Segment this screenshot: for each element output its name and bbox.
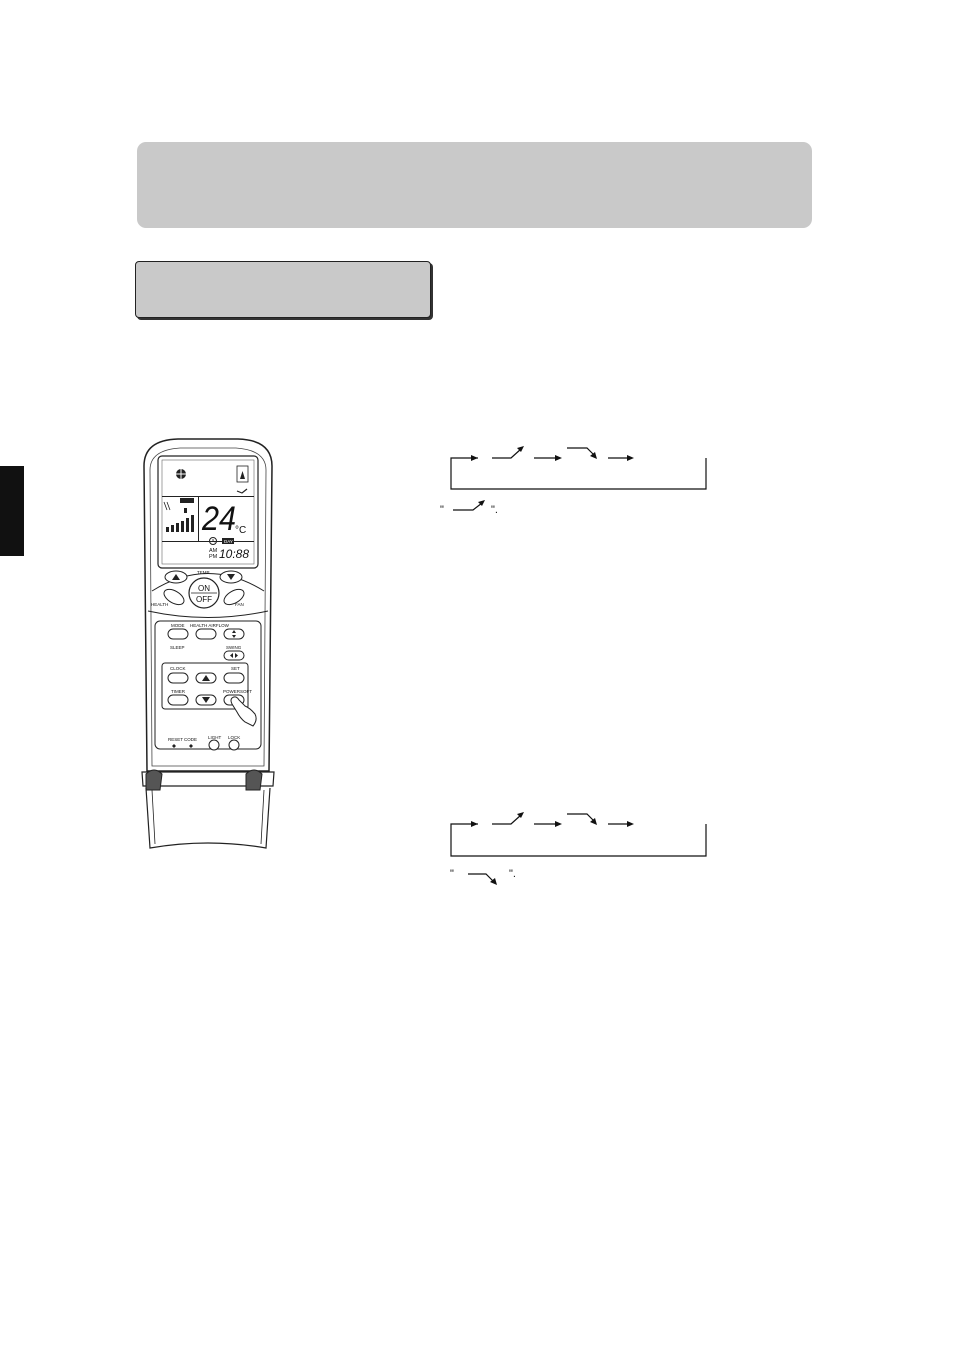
header-banner xyxy=(137,142,812,228)
lcd-day-label: DAY xyxy=(224,539,233,544)
off-label: OFF xyxy=(196,595,212,604)
airflow-icon xyxy=(163,498,194,513)
remote-holder xyxy=(141,769,275,849)
lcd-time: 10:88 xyxy=(219,547,249,561)
swing-button[interactable] xyxy=(223,650,245,661)
lock-label: LOCK xyxy=(228,735,240,740)
timer-button[interactable] xyxy=(167,694,189,706)
time-up-button[interactable] xyxy=(195,672,217,684)
lcd-am: AM xyxy=(209,548,218,554)
flow-diagram-2: " ". xyxy=(450,812,707,885)
lcd-pm: PM xyxy=(209,554,218,560)
lock-button[interactable] xyxy=(228,739,240,751)
flow2-open-quote: " xyxy=(450,868,454,880)
fan-label: FAN xyxy=(235,602,244,607)
mode-button[interactable] xyxy=(167,628,189,640)
temp-down-button[interactable] xyxy=(219,570,243,584)
fan-speed-bars-icon xyxy=(166,515,194,532)
powersoft-label: POWERSOFT xyxy=(223,689,252,694)
clock-icon xyxy=(209,537,217,545)
light-button[interactable] xyxy=(208,739,220,751)
timer-label: TIMER xyxy=(171,689,186,694)
flow1-open-quote: " xyxy=(440,504,444,516)
health-label: HEALTH xyxy=(151,602,168,607)
fan-mode-icon xyxy=(176,469,186,479)
section-title-box xyxy=(135,261,431,318)
clock-button[interactable] xyxy=(167,672,189,684)
airflow-updown-button[interactable] xyxy=(223,628,245,640)
reset-label: RESET xyxy=(168,737,183,742)
temp-up-button[interactable] xyxy=(164,570,188,584)
clock-label: CLOCK xyxy=(170,666,186,671)
mode-label: MODE xyxy=(171,623,185,628)
set-label: SET xyxy=(231,666,240,671)
swing-label: SWING xyxy=(226,645,242,650)
health-button[interactable] xyxy=(161,586,186,607)
time-down-button[interactable] xyxy=(195,694,217,706)
lcd-temp-unit: °C xyxy=(235,525,246,536)
flow-diagram-1: " ". xyxy=(440,446,707,516)
health-airflow-label: HEALTH AIRFLOW xyxy=(190,623,230,628)
reset-button[interactable] xyxy=(172,744,176,748)
lcd-temperature: 24 xyxy=(201,500,236,538)
set-button[interactable] xyxy=(223,672,245,684)
code-button[interactable] xyxy=(189,744,193,748)
health-airflow-button[interactable] xyxy=(195,628,217,640)
pressing-finger-icon xyxy=(230,696,257,727)
fan-button[interactable] xyxy=(221,586,246,607)
flow2-close-quote: ". xyxy=(509,868,516,880)
flow1-close-quote: ". xyxy=(491,504,498,516)
light-label: LIGHT xyxy=(208,735,222,740)
on-label: ON xyxy=(198,584,210,593)
code-label: CODE xyxy=(184,737,197,742)
on-off-button[interactable] xyxy=(188,577,220,609)
remote-control-illustration: 24 °C DAY AM PM 10:88 TEMP ON OFF HEALTH… xyxy=(141,438,275,849)
temp-label: TEMP xyxy=(197,570,210,575)
swing-indicator-icon xyxy=(236,465,249,494)
side-chapter-tab xyxy=(0,466,24,556)
sleep-label: SLEEP xyxy=(170,645,185,650)
